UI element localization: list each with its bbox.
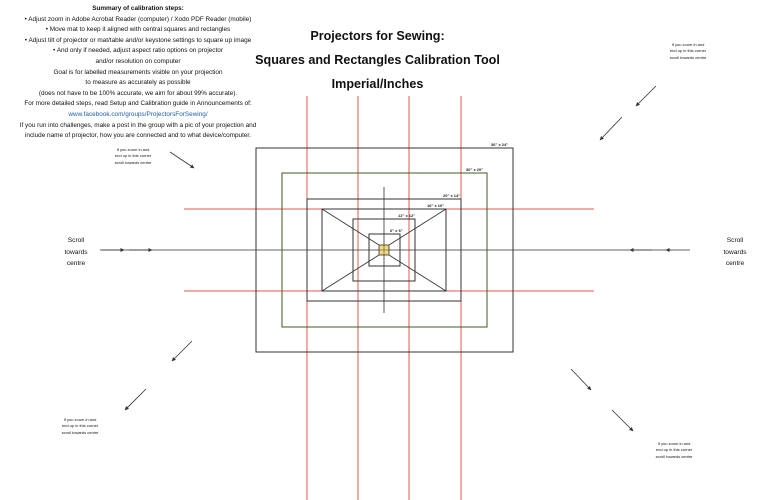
arrow-icon bbox=[611, 409, 634, 432]
summary-title: Summary of calibration steps: bbox=[92, 5, 184, 12]
arrow-icon bbox=[169, 151, 195, 169]
corner-note-bottom-left: If you zoom in and end up in this corner… bbox=[61, 417, 99, 435]
corner-note-top-left: If you zoom in and end up in this corner… bbox=[114, 147, 152, 165]
summary-line: Goal is for labelled measurements visibl… bbox=[53, 68, 223, 76]
facebook-group-link[interactable]: www.facebook.com/groups/ProjectorsForSew… bbox=[68, 110, 208, 118]
rectangle-30x20 bbox=[281, 172, 488, 328]
diagonal-line bbox=[321, 254, 380, 292]
rectangle-36x24 bbox=[255, 147, 514, 353]
label-16x10: 16" x 10" bbox=[427, 203, 444, 208]
title-line-1: Projectors for Sewing: bbox=[310, 29, 445, 43]
diagonal-line bbox=[388, 208, 447, 246]
arrow-icon bbox=[635, 85, 657, 107]
scroll-note-right: Scroll towards centre bbox=[723, 237, 747, 267]
summary-line: • Adjust zoom in Adobe Acrobat Reader (c… bbox=[24, 15, 252, 23]
title-line-3: Imperial/Inches bbox=[331, 77, 424, 91]
summary-line: If you run into challenges, make a post … bbox=[19, 121, 257, 129]
diagonal-line bbox=[388, 254, 447, 292]
summary-line: • And only if needed, adjust aspect rati… bbox=[53, 47, 223, 55]
arrow-icon bbox=[599, 116, 623, 141]
label-30x20: 30" x 20" bbox=[466, 167, 483, 172]
label-36x24: 36" x 24" bbox=[491, 142, 508, 147]
summary-line: For more detailed steps, read Setup and … bbox=[24, 100, 252, 108]
corner-note-bottom-right: If you zoom in and end up in this corner… bbox=[655, 441, 693, 459]
corner-note-top-right: If you zoom in and end up in this corner… bbox=[669, 42, 707, 60]
rectangle-16x10 bbox=[321, 208, 447, 292]
diagonal-line bbox=[321, 208, 380, 246]
title-line-2: Squares and Rectangles Calibration Tool bbox=[255, 53, 500, 67]
calibration-summary: Summary of calibration steps: • Adjust z… bbox=[0, 4, 276, 142]
label-6x6: 6" x 6" bbox=[390, 228, 403, 233]
scroll-note-left: Scroll towards centre bbox=[64, 237, 88, 267]
arrow-icon bbox=[171, 340, 193, 362]
summary-line: include name of projector, how you are c… bbox=[25, 132, 251, 140]
summary-line: (does not have to be 100% accurate, we a… bbox=[38, 89, 238, 97]
arrow-icon bbox=[124, 388, 147, 411]
square-6x6 bbox=[368, 233, 401, 267]
summary-line: • Adjust tilt of projector or mat/table … bbox=[24, 36, 252, 44]
page-title: Projectors for Sewing: Squares and Recta… bbox=[250, 24, 505, 96]
summary-line: and/or resolution on computer bbox=[95, 57, 181, 65]
summary-line: • Move mat to keep it aligned with centr… bbox=[45, 26, 231, 34]
arrow-icon bbox=[570, 368, 592, 391]
label-20x14: 20" x 14" bbox=[443, 193, 460, 198]
summary-line: to measure as accurately as possible bbox=[85, 79, 191, 87]
square-12x12 bbox=[352, 218, 416, 282]
label-12x12: 12" x 12" bbox=[398, 213, 415, 218]
rectangle-20x14 bbox=[306, 198, 462, 302]
